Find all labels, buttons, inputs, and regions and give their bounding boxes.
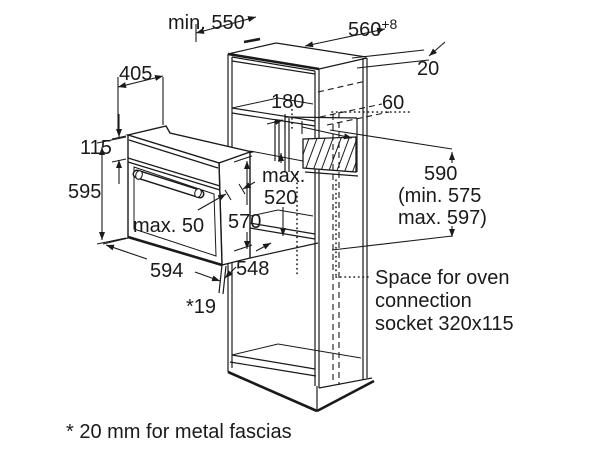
fascia-gap-lines <box>218 264 227 295</box>
label-niche-depth-max-word: max. <box>262 165 305 187</box>
oven-door-inner-frame <box>133 166 217 257</box>
hidden-edges <box>317 80 390 385</box>
socket-note: Space for oven connection socket 320x115 <box>375 267 514 335</box>
socket-note-line1: Space for oven <box>375 267 510 289</box>
oven-side-frame <box>218 151 251 266</box>
label-rear-clearance: 20 <box>417 58 439 80</box>
control-panel-bottom-edge <box>127 157 221 187</box>
label-door-protrusion: max. 50 <box>133 215 204 237</box>
socket-recess <box>284 116 359 177</box>
label-oven-body-height: 570 <box>228 211 261 233</box>
label-niche-height-min: (min. 575 <box>398 185 481 207</box>
label-socket-offset: 60 <box>382 92 404 114</box>
label-niche-height-max: max. 597) <box>398 207 487 229</box>
oven <box>125 125 319 267</box>
label-fascia-gap: *19 <box>186 296 216 318</box>
label-oven-front-width: 594 <box>150 260 183 282</box>
label-niche-depth: min. 550 <box>168 12 245 34</box>
dimension-lines <box>96 16 455 282</box>
label-niche-depth-max-value: 520 <box>264 187 297 209</box>
dimension-labels: min. 550 560+8 20 405 180 60 115 595 max… <box>68 12 487 318</box>
label-top-recess-depth: 405 <box>119 63 152 85</box>
label-niche-width: 560+8 <box>348 16 398 41</box>
socket-note-line3: socket 320x115 <box>375 313 514 335</box>
label-upper-compartment-height: 180 <box>271 91 304 113</box>
label-niche-height: 590 <box>424 163 457 185</box>
dotted-reference-lines <box>291 104 413 278</box>
footnote: * 20 mm for metal fascias <box>66 421 292 443</box>
oven-door-handle <box>132 169 205 199</box>
socket-note-line2: connection <box>375 290 472 312</box>
oven-bottom-edge <box>127 235 223 267</box>
label-control-panel-height: 115 <box>80 137 112 159</box>
label-oven-front-height: 595 <box>68 181 101 203</box>
label-oven-body-depth: 548 <box>236 258 269 280</box>
